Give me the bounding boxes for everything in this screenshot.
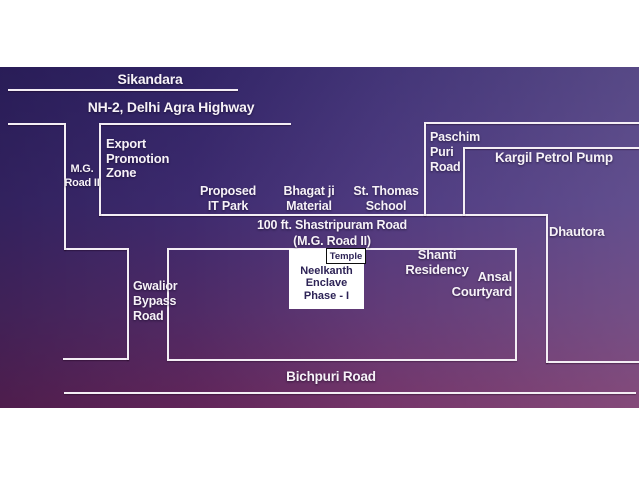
label-epz-line3: Zone xyxy=(106,165,137,181)
temple-label: Temple xyxy=(329,250,363,262)
temple-box: Temple xyxy=(326,248,366,264)
label-bhagat-ji-material: Bhagat ji Material xyxy=(263,184,355,214)
neelkanth-line3: Phase - I xyxy=(303,289,350,302)
label-paschim-line3: Road xyxy=(430,160,461,174)
label-paschim-puri-road: Paschim Puri Road xyxy=(430,130,500,175)
road-epz-left-vertical xyxy=(99,123,101,216)
label-nh2-delhi-agra-highway: NH-2, Delhi Agra Highway xyxy=(87,99,255,115)
road-bichpuri-line xyxy=(64,392,636,394)
label-mg-road-ii-line1: M.G. xyxy=(70,163,94,175)
label-ansal-line2: Courtyard xyxy=(451,283,513,299)
label-shastripuram-road: 100 ft. Shastripuram Road (M.G. Road II) xyxy=(247,218,417,249)
road-sikandara-line xyxy=(8,89,238,91)
label-proposed-it-park-line1: Proposed xyxy=(199,184,257,198)
road-kargil-left-vertical xyxy=(463,147,465,216)
label-bichpuri-road: Bichpuri Road xyxy=(286,369,376,384)
road-shastripuram-line xyxy=(99,214,548,216)
label-shanti-residency: Shanti Residency xyxy=(395,247,479,277)
label-dhautora: Dhautora xyxy=(549,224,605,239)
label-bhagat-line1: Bhagat ji xyxy=(283,184,335,198)
label-kargil-petrol-pump: Kargil Petrol Pump xyxy=(495,150,613,165)
label-mg-road-ii-line2: Road II xyxy=(64,176,100,189)
label-gwalior-bypass-road: Gwalior Bypass Road xyxy=(133,279,195,324)
label-ansal-line1: Ansal xyxy=(477,269,513,284)
label-epz-line1: Export xyxy=(106,136,146,151)
road-nh2-segment-right xyxy=(99,123,291,125)
road-bottom-right-segment xyxy=(546,361,639,363)
road-mg-jog-line xyxy=(64,248,129,250)
label-shastripuram-line2: (M.G. Road II) xyxy=(293,233,371,248)
label-st-thomas-line2: School xyxy=(365,199,407,213)
road-gwalior-bypass-vertical xyxy=(127,248,129,360)
road-bottom-left-segment xyxy=(63,358,129,360)
neelkanth-line1: Neelkanth xyxy=(300,264,353,277)
label-mg-road-ii: M.G. Road II xyxy=(56,163,108,190)
label-shanti-line1: Shanti xyxy=(417,247,457,262)
label-gwalior-line2: Bypass xyxy=(133,294,177,308)
label-gwalior-line3: Road xyxy=(133,309,164,323)
label-st-thomas-line1: St. Thomas xyxy=(353,184,419,198)
label-paschim-line1: Paschim xyxy=(430,130,481,144)
road-paschim-puri-top-line xyxy=(424,122,639,124)
label-paschim-line2: Puri xyxy=(430,145,454,159)
label-gwalior-line1: Gwalior xyxy=(133,279,178,293)
label-ansal-courtyard: Ansal Courtyard xyxy=(428,269,513,299)
road-kargil-top-line xyxy=(463,147,639,149)
road-right-edge-vertical xyxy=(546,214,548,363)
label-export-promotion-zone: Export Promotion Zone xyxy=(106,136,202,181)
road-paschim-puri-vertical xyxy=(424,122,426,216)
label-shanti-line2: Residency xyxy=(405,261,469,277)
label-proposed-it-park: Proposed IT Park xyxy=(182,184,274,214)
label-shastripuram-line1: 100 ft. Shastripuram Road xyxy=(257,218,407,232)
road-mg-road-vertical xyxy=(64,123,66,250)
road-nh2-segment-left xyxy=(8,123,66,125)
label-bhagat-line2: Material xyxy=(286,199,332,213)
label-st-thomas-school: St. Thomas School xyxy=(338,184,434,214)
label-sikandara: Sikandara xyxy=(117,71,183,87)
label-epz-line2: Promotion xyxy=(106,150,170,166)
neelkanth-line2: Enclave xyxy=(305,277,348,289)
label-proposed-it-park-line2: IT Park xyxy=(207,199,249,213)
